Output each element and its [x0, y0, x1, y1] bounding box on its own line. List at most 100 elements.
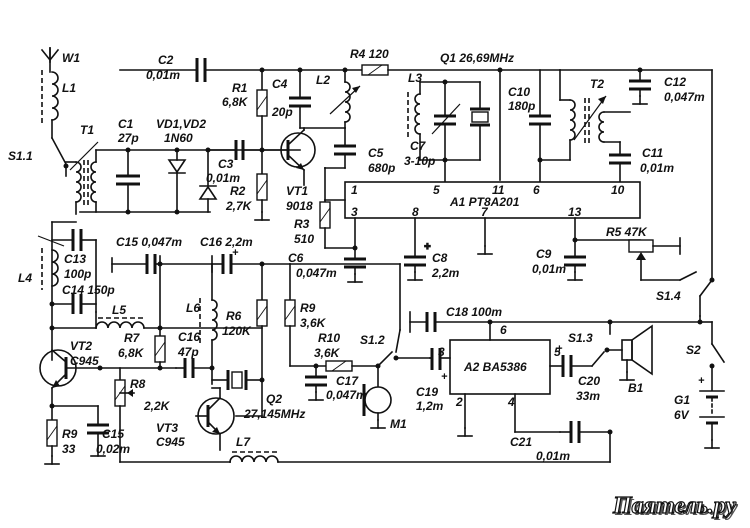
a2-pin-5: 5 [554, 345, 561, 359]
switch-s1-4: S1.4 [640, 270, 715, 317]
capacitor-c15-bottom: C15 0,02m [87, 405, 130, 457]
c2-value: 0,01m [146, 68, 180, 82]
c11-value: 0,01m [640, 161, 674, 175]
vt3-label: VT3 [156, 421, 178, 435]
c8-value: 2,2m [431, 266, 460, 280]
r8-label: R8 [130, 377, 146, 391]
m1-label: M1 [390, 417, 407, 431]
resistor-r8: R8 2,2K [114, 367, 171, 463]
c19-label: C19 [416, 385, 438, 399]
c7-value: 3-10p [404, 154, 435, 168]
s1-1-label: S1.1 [8, 149, 33, 163]
a1-pin-6: 6 [533, 183, 540, 197]
capacitor-c4: C4 20p [271, 69, 311, 129]
crystal-q1 [470, 81, 490, 161]
r5-label: R5 47K [606, 225, 648, 239]
t1-label: T1 [80, 123, 94, 137]
transistor-vt1: VT1 9018 [261, 127, 346, 213]
l5-label: L5 [112, 303, 126, 317]
capacitor-c5: C5 680p [324, 127, 395, 201]
c19-value: 1,2m [416, 399, 444, 413]
c18-label: C18 100m [446, 305, 502, 319]
inductor-l1: L1 [41, 70, 76, 139]
crystal-q2: Q2 27,145MHz [211, 370, 305, 421]
w1-label: W1 [62, 51, 80, 65]
c3-label: C3 [218, 157, 234, 171]
a2-pin-4: 4 [507, 395, 515, 409]
a1-pin-13: 13 [568, 205, 582, 219]
c17-value: 0,047m [326, 388, 367, 402]
c15-top-label: C15 0,047m [116, 235, 182, 249]
c12-value: 0,047m [664, 90, 705, 104]
c17-label: C17 [336, 374, 359, 388]
l3-label: L3 [408, 71, 422, 85]
r3-label: R3 [294, 217, 310, 231]
c15-bottom-label: C15 [102, 427, 124, 441]
r6-label: R6 [226, 309, 242, 323]
r2-value: 2,7K [225, 199, 253, 213]
capacitor-c9: C9 0,01m [532, 217, 586, 281]
l4-label: L4 [18, 271, 32, 285]
antenna-w1: W1 [40, 47, 80, 73]
switch-s2: S2 [686, 321, 726, 369]
capacitor-c19: + C19 1,2m [416, 348, 451, 413]
potentiometer-r5: R5 47K [606, 225, 681, 281]
r6-value: 120K [222, 324, 252, 338]
r10-value: 3,6K [314, 346, 341, 360]
battery-g1: + G1 6V [674, 365, 725, 449]
r9-bottom-value: 33 [62, 442, 76, 456]
inductor-l6: L6 [186, 298, 218, 385]
resistor-r10: R10 3,6K [314, 331, 379, 372]
c5-value: 680p [368, 161, 395, 175]
c21-value: 0,01m [536, 449, 570, 463]
q2-value: 27,145MHz [243, 407, 305, 421]
capacitor-c21: C21 0,01m [510, 421, 611, 463]
c9-value: 0,01m [532, 262, 566, 276]
vt1-label: VT1 [286, 184, 308, 198]
s1-4-label: S1.4 [656, 289, 681, 303]
vd-value: 1N60 [164, 131, 193, 145]
resistor-r7: R7 6,8K [118, 327, 166, 369]
capacitor-c11: C11 0,01m [609, 141, 674, 183]
c12-label: C12 [664, 75, 686, 89]
capacitor-c6: C6 0,047m [288, 217, 366, 283]
c16-bottom-value: 47p [177, 345, 199, 359]
resistor-r2: R2 2,7K [225, 173, 270, 221]
c13-label: C13 [64, 252, 86, 266]
capacitor-c17: C17 0,047m [305, 365, 367, 402]
r7-value: 6,8K [118, 346, 145, 360]
r9-bottom-label: R9 [62, 427, 78, 441]
l1-label: L1 [62, 81, 76, 95]
resistor-r4: R4 120 [350, 47, 561, 76]
q1-label: Q1 26,69MHz [440, 51, 514, 65]
vt2-label: VT2 [70, 339, 92, 353]
diode-vd1 [167, 149, 187, 213]
c4-value: 20p [271, 105, 293, 119]
r1-value: 6,8K [222, 95, 249, 109]
svg-text:+: + [232, 247, 239, 259]
capacitor-c2: C2 0,01m [146, 53, 207, 82]
capacitor-c12: C12 0,047m [629, 69, 705, 105]
capacitor-c3: C3 0,01m [206, 140, 263, 185]
r3-value: 510 [294, 232, 314, 246]
svg-text:+: + [556, 343, 563, 355]
a1-pin-8: 8 [412, 205, 419, 219]
a1-pin-10: 10 [611, 183, 625, 197]
c1-value: 27p [117, 131, 139, 145]
capacitor-c13: C13 100p [51, 229, 97, 313]
switch-s1-1: S1.1 [8, 136, 69, 177]
c13-value: 100p [64, 267, 91, 281]
c10-label: C10 [508, 85, 530, 99]
capacitor-c15-top: C15 0,047m [111, 235, 182, 274]
microphone-m1: M1 [362, 365, 407, 431]
switch-s1-3: S1.3 [568, 321, 623, 368]
s1-3-label: S1.3 [568, 331, 593, 345]
c10-value: 180p [508, 99, 535, 113]
inductor-l3: L3 [407, 71, 481, 161]
c20-label: C20 [578, 374, 600, 388]
a1-pin-7: 7 [481, 205, 489, 219]
vt3-value: C945 [156, 435, 185, 449]
transformer-t1: T1 [65, 123, 99, 215]
r7-label: R7 [124, 331, 141, 345]
